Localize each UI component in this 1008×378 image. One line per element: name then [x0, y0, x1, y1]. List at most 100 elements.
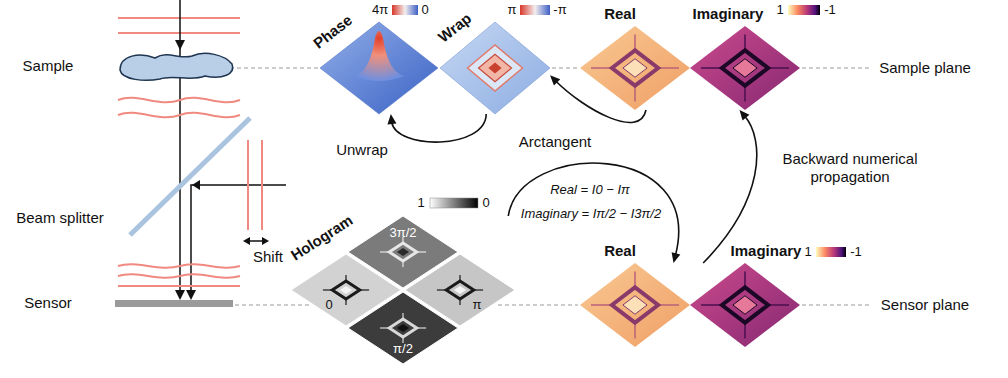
distorted-wave: [118, 98, 240, 103]
sensor-bar: [115, 300, 233, 307]
structure-ring: [722, 287, 768, 322]
shift-arrowhead: [262, 237, 269, 245]
structure-ring: [446, 281, 474, 299]
image-title: Real: [604, 243, 636, 260]
structure-core: [454, 286, 466, 294]
curved-arrow: [508, 163, 678, 255]
colorbar: [788, 5, 820, 15]
text-label: π: [508, 3, 517, 17]
structure-ring: [389, 319, 417, 337]
hologram-tile: [348, 292, 458, 364]
structure-ring: [722, 50, 768, 85]
formula-label: Real = I0 − Iπ: [550, 183, 630, 197]
image-node: Real: [580, 26, 690, 110]
structure-core: [733, 59, 757, 77]
beam-arrowhead: [186, 290, 196, 300]
diamond-image: [580, 263, 690, 347]
structure-core: [397, 324, 409, 332]
curved-arrow: [392, 114, 486, 142]
wrap-core: [488, 62, 501, 73]
image-title: Real: [604, 6, 636, 23]
image-node: Wrap: [440, 22, 550, 114]
plane-line: [237, 67, 318, 68]
structure-core: [623, 296, 647, 314]
plane-wave: [118, 32, 240, 34]
image-node: Phase: [320, 22, 438, 114]
text-label: 1: [804, 245, 811, 259]
edge-label: Arctangent: [517, 134, 594, 151]
imaginary-map: [690, 26, 800, 110]
sample-shape: [120, 53, 233, 80]
shift-arrowhead: [243, 237, 250, 245]
text-label: 4π: [372, 3, 388, 17]
beam-arrowhead: [175, 290, 185, 300]
connector: [508, 163, 680, 263]
image-node: Real: [580, 263, 690, 347]
phase-step-label: π/2: [393, 342, 413, 356]
image-title: Imaginary: [693, 6, 764, 23]
structure-ring: [389, 243, 417, 261]
plane-line: [802, 67, 872, 68]
wrap-ring: [479, 54, 512, 82]
curved-arrow: [703, 116, 757, 263]
text-label: Shift: [253, 249, 283, 266]
text-label: 1: [776, 3, 783, 17]
structure-ring: [612, 287, 658, 322]
interference-wave: [118, 264, 240, 267]
structure-core: [397, 248, 409, 256]
text-label: -π: [553, 3, 566, 17]
hologram-group: Hologram3π/20ππ/2: [291, 216, 515, 364]
hologram-tile: π/2: [348, 292, 458, 364]
formula-label: Imaginary = Iπ/2 − I3π/2: [521, 207, 661, 221]
image-title: Imaginary: [731, 243, 802, 260]
connector: [703, 110, 757, 263]
structure-core: [623, 59, 647, 77]
diamond-image: [690, 26, 800, 110]
text-label: Sensor plane: [881, 297, 969, 314]
reference-wavefront: [247, 140, 249, 230]
real-map: [580, 26, 690, 110]
structure-ring: [612, 50, 658, 85]
colorbar: [520, 5, 550, 15]
plane-line: [552, 67, 578, 68]
image-node: Imaginary: [690, 26, 800, 110]
plane-line: [498, 304, 578, 305]
beam-splitter: [130, 118, 250, 235]
reference-wavefront: [261, 140, 263, 230]
image-title: Wrap: [435, 10, 474, 46]
wrap-ring: [468, 45, 523, 91]
structure-core: [733, 296, 757, 314]
beam-arrowhead: [192, 180, 200, 190]
edge-label: Unwrap: [334, 142, 390, 159]
phase-step-label: 0: [325, 298, 332, 312]
beam-arrowhead: [175, 40, 185, 50]
image-node: Imaginary: [690, 263, 800, 347]
text-label: Sample: [23, 58, 74, 75]
real-map: [580, 263, 690, 347]
colorbar: [430, 198, 478, 208]
diamond-image: [580, 26, 690, 110]
distorted-wave: [118, 113, 240, 118]
text-label: -1: [850, 245, 862, 259]
text-label: 0: [421, 3, 428, 17]
text-label: Beam splitter: [16, 210, 104, 227]
interference-wave: [118, 274, 240, 277]
colorbar: [816, 247, 846, 257]
connector: [387, 114, 486, 142]
structure-ring: [332, 281, 360, 299]
arrowhead: [740, 110, 750, 121]
text-label: Sample plane: [879, 60, 971, 77]
text-label: 1: [417, 196, 424, 210]
shift-arrow: [248, 240, 264, 242]
interference-wave: [118, 285, 240, 287]
plane-wave: [118, 17, 240, 19]
diamond-image: [690, 263, 800, 347]
plane-line: [802, 304, 872, 305]
colorbar: [392, 5, 418, 15]
text-label: Sensor: [24, 295, 72, 312]
text-label: -1: [824, 3, 836, 17]
structure-core: [340, 286, 352, 294]
